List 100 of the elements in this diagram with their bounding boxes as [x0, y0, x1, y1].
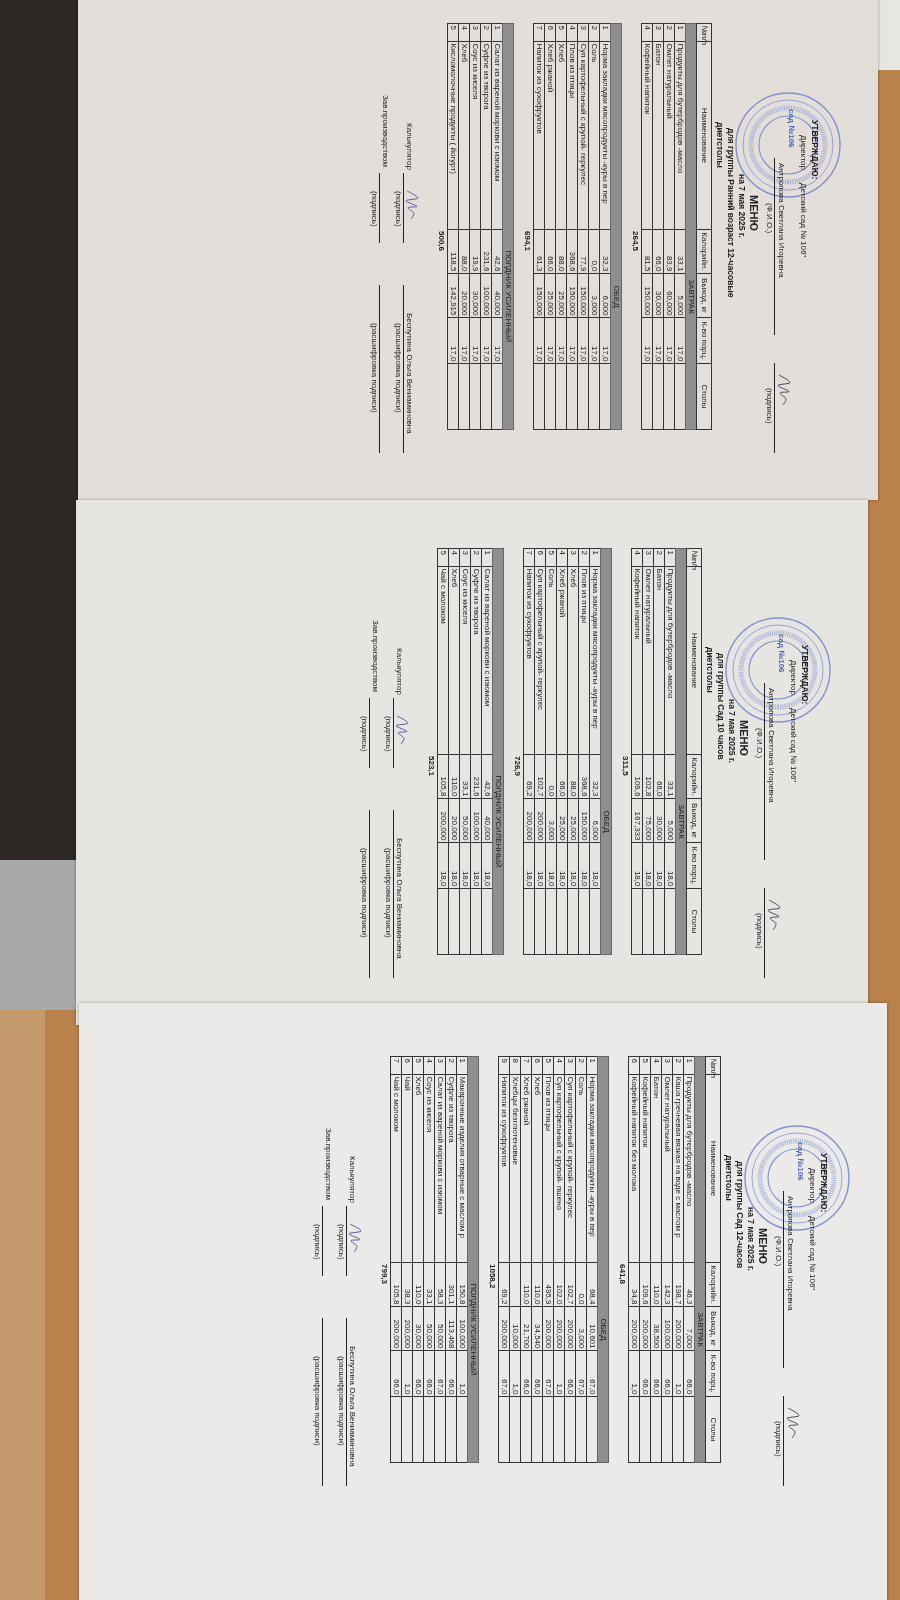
- section-heading: ПОЛДНИК УСИЛЕННЫЙ: [492, 548, 504, 955]
- dish-name: Соус из киселя: [469, 41, 481, 230]
- row-number: 2: [653, 548, 665, 567]
- row-number: 9: [498, 1056, 510, 1075]
- dish-name: Соус из киселя: [459, 566, 471, 755]
- portion-weight: 20,000: [458, 273, 470, 318]
- dish-name: Омлет натуральный: [642, 566, 654, 755]
- calorie-value: 110,0: [531, 1262, 543, 1307]
- dish-name: Кофейный напиток: [631, 566, 643, 755]
- row-number: 1: [456, 1056, 468, 1075]
- portion-count: 18,0: [631, 842, 643, 889]
- approval-heading: УТВЕРЖДАЮ:: [819, 1153, 829, 1213]
- dish-name: Кофейный напиток без молока: [628, 1074, 640, 1263]
- portion-count: 67,0: [434, 1350, 446, 1397]
- portion-count: 17,0: [480, 317, 492, 364]
- row-number: 2: [575, 1056, 587, 1075]
- calorie-value: 150,8: [456, 1262, 468, 1307]
- portion-count: 17,0: [458, 317, 470, 364]
- field-caption: (расшифровка подписи): [359, 848, 369, 938]
- portion-weight: 20,000: [448, 798, 460, 843]
- field-caption: (Ф.И.О.): [754, 728, 764, 759]
- signer-role: Зав.производством: [323, 1128, 333, 1200]
- calorie-value: 66,0: [653, 754, 665, 799]
- section-heading: ОБЕД: [610, 23, 622, 430]
- field-caption: (подпись): [336, 1224, 346, 1260]
- row-number: 3: [459, 548, 471, 567]
- portion-weight: 200,000: [564, 1306, 576, 1351]
- calorie-value: 110,0: [650, 1262, 662, 1307]
- row-number: 2: [588, 23, 600, 42]
- portion-count: 1,0: [401, 1350, 413, 1397]
- portion-count: 17,0: [533, 317, 545, 364]
- calorie-value: 77,9: [577, 229, 589, 274]
- calorie-value: 88,0: [567, 754, 579, 799]
- portion-weight: 21,700: [520, 1306, 532, 1351]
- organization-name: Детский сад № 106": [788, 708, 798, 783]
- section-heading: ОБЕД: [600, 548, 612, 955]
- row-number: 4: [556, 548, 568, 567]
- portion-count: 18,0: [481, 842, 493, 889]
- calorie-value: 32,3: [589, 754, 601, 799]
- field-caption: (подпись): [773, 1421, 783, 1457]
- person-name: Антропова Светлана Игоревна: [766, 688, 776, 803]
- portion-weight: 6,000: [589, 798, 601, 843]
- portion-weight: 200,000: [628, 1306, 640, 1351]
- dish-name: Соль: [575, 1074, 587, 1263]
- row-number: 3: [469, 23, 481, 42]
- calorie-value: 88,0: [458, 229, 470, 274]
- portion-count: 18,0: [567, 842, 579, 889]
- calorie-value: 495,9: [542, 1262, 554, 1307]
- diet-note: диетстолы: [715, 122, 725, 168]
- portion-weight: 113,468: [445, 1306, 457, 1351]
- calorie-total: 311,5: [619, 754, 632, 799]
- calorie-value: 81,5: [641, 229, 653, 274]
- dish-name: Кисломолочные продукты ( йогурт): [447, 41, 459, 230]
- row-number: 1: [586, 1056, 598, 1075]
- dish-name: Суфле из творога: [480, 41, 492, 230]
- portion-count: 66,0: [531, 1350, 543, 1397]
- calorie-value: 142,3: [661, 1262, 673, 1307]
- portion-weight: 200,000: [534, 798, 546, 843]
- portion-weight: 142,915: [447, 273, 459, 318]
- calorie-value: 110,0: [412, 1262, 424, 1307]
- calorie-value: 110,0: [448, 754, 460, 799]
- calorie-value: 102,0: [553, 1262, 565, 1307]
- portion-count: 18,0: [545, 842, 557, 889]
- portion-count: 18,0: [578, 842, 590, 889]
- position-title: Директор: [798, 135, 808, 170]
- calorie-value: 33,1: [459, 754, 471, 799]
- row-number: 5: [412, 1056, 424, 1075]
- row-number: 1: [491, 23, 503, 42]
- portion-weight: 25,000: [567, 798, 579, 843]
- dish-name: Хлеб ржаной: [520, 1074, 532, 1263]
- dish-name: Суп картофельный с крупой- геркулес: [564, 1074, 576, 1263]
- dish-name: Суп картофельный с крупой- геркулес: [577, 41, 589, 230]
- portion-weight: 30,000: [469, 273, 481, 318]
- portion-weight: 10,601: [586, 1306, 598, 1351]
- calorie-value: 66,0: [544, 229, 556, 274]
- menu-date: на 7 мая 2025 г.: [737, 174, 747, 238]
- portion-weight: 3,000: [588, 273, 600, 318]
- portion-weight: 200,000: [523, 798, 535, 843]
- portion-count: 18,0: [470, 842, 482, 889]
- portion-count: 66,0: [650, 1350, 662, 1397]
- portion-weight: 100,000: [661, 1306, 673, 1351]
- portion-weight: 200,000: [401, 1306, 413, 1351]
- row-number: 6: [628, 1056, 640, 1075]
- dish-name: Норма закладки мясопродукты -куры в пер: [599, 41, 611, 230]
- row-number: 7: [520, 1056, 532, 1075]
- dish-name: Суп картофельный с крупой- геркулес: [534, 566, 546, 755]
- row-number: 5: [639, 1056, 651, 1075]
- dish-name: Хлеб ржаной: [544, 41, 556, 230]
- portion-weight: 3,000: [545, 798, 557, 843]
- row-number: 4: [448, 548, 460, 567]
- row-number: 4: [641, 23, 653, 42]
- dish-name: Хлеб: [458, 41, 470, 230]
- row-number: 6: [534, 548, 546, 567]
- diet-note: диетстолы: [724, 1155, 734, 1201]
- portion-count: 66,0: [520, 1350, 532, 1397]
- portion-weight: 5,000: [664, 798, 676, 843]
- portion-weight: 25,000: [555, 273, 567, 318]
- portion-count: 66,0: [661, 1350, 673, 1397]
- portion-count: 17,0: [469, 317, 481, 364]
- row-number: 2: [672, 1056, 684, 1075]
